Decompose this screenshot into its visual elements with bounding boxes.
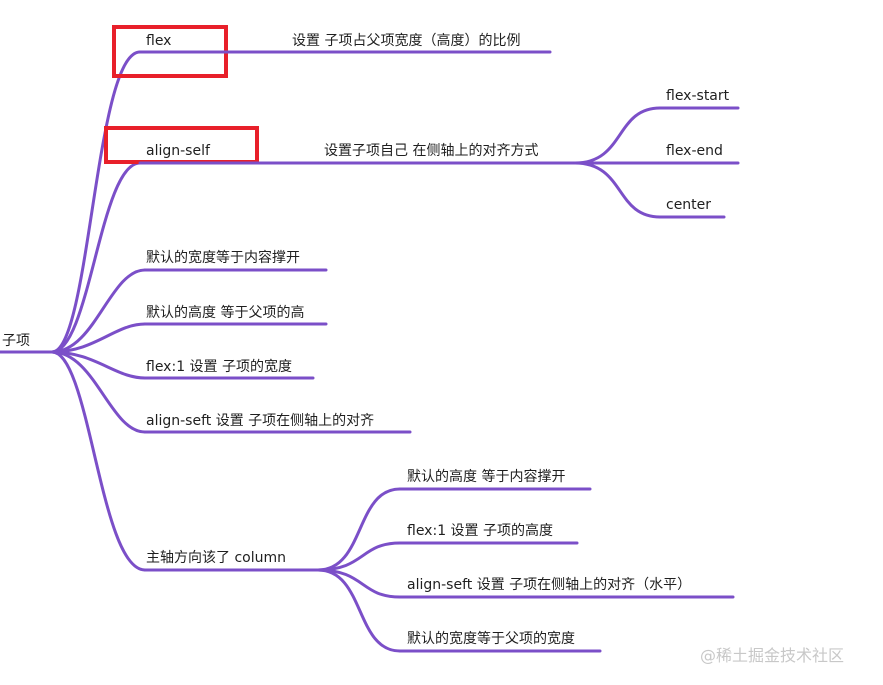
link-column-child-3 <box>316 568 402 599</box>
root-label: 子项 <box>2 333 30 349</box>
node-default-height[interactable]: 默认的高度 等于父项的高 <box>143 304 328 326</box>
root-branches <box>50 50 147 572</box>
link-align-seft <box>50 350 147 434</box>
node-align-self-note: 设置子项自己 在侧轴上的对齐方式 <box>324 143 538 159</box>
link-flex <box>50 50 142 354</box>
node-default-width-label: 默认的宽度等于内容撑开 <box>146 249 300 266</box>
root-node[interactable]: 子项 <box>0 333 54 354</box>
node-default-height-label: 默认的高度 等于父项的高 <box>146 304 304 321</box>
option-flex-start: flex-start <box>666 88 730 104</box>
node-align-seft[interactable]: align-seft 设置 子项在侧轴上的对齐 <box>143 413 412 434</box>
option-center: center <box>666 197 711 213</box>
column-child-4: 默认的宽度等于父项的宽度 <box>407 630 575 647</box>
column-child-1: 默认的高度 等于内容撑开 <box>407 468 565 485</box>
column-child-3: align-seft 设置 子项在侧轴上的对齐（水平） <box>407 577 691 593</box>
link-center <box>573 161 662 219</box>
node-flex1-width[interactable]: flex:1 设置 子项的宽度 <box>143 358 315 380</box>
link-default-width <box>50 268 147 354</box>
node-default-width[interactable]: 默认的宽度等于内容撑开 <box>143 249 328 272</box>
watermark: @稀土掘金技术社区 <box>700 646 844 665</box>
node-column[interactable]: 主轴方向该了 column 默认的高度 等于内容撑开 flex:1 设置 子项的… <box>143 468 735 653</box>
link-column <box>50 350 147 572</box>
node-column-label: 主轴方向该了 column <box>146 550 286 566</box>
node-flex1-width-label: flex:1 设置 子项的宽度 <box>146 358 292 375</box>
link-column-child-4 <box>316 568 402 653</box>
node-flex-note: 设置 子项占父项宽度（高度）的比例 <box>292 32 520 49</box>
node-align-seft-label: align-seft 设置 子项在侧轴上的对齐 <box>146 413 374 429</box>
link-column-child-2 <box>316 541 402 572</box>
link-default-height <box>50 322 147 354</box>
option-flex-end: flex-end <box>666 143 723 159</box>
link-flex-start <box>573 106 662 165</box>
column-child-2: flex:1 设置 子项的高度 <box>407 522 553 539</box>
link-flex1-width <box>50 350 147 380</box>
link-column-child-1 <box>316 487 402 572</box>
node-flex[interactable]: flex 设置 子项占父项宽度（高度）的比例 <box>112 25 552 78</box>
node-align-self-label: align-self <box>146 143 211 159</box>
link-align-self <box>50 161 142 354</box>
node-align-self[interactable]: align-self 设置子项自己 在侧轴上的对齐方式 flex-start f… <box>104 88 740 219</box>
node-flex-label: flex <box>146 33 171 49</box>
